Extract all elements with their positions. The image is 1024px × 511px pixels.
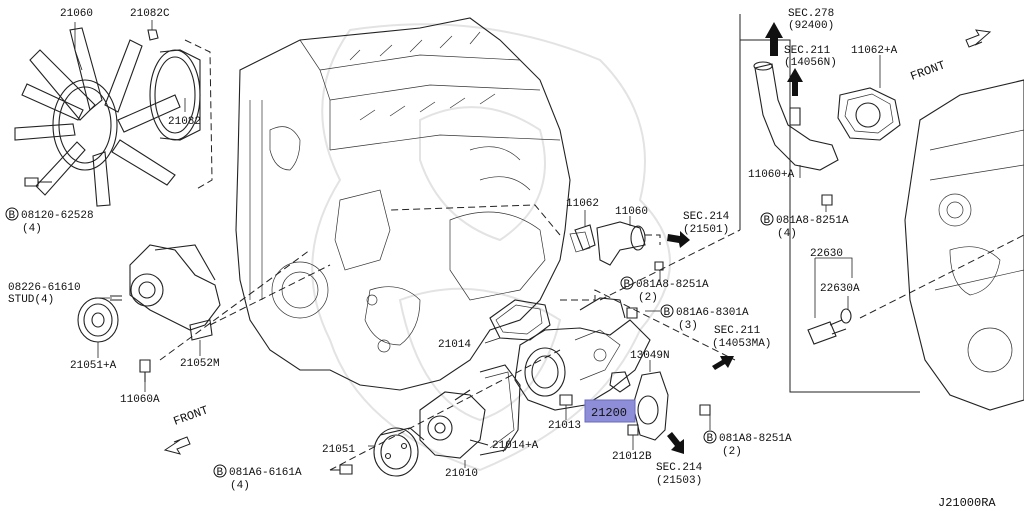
leader-21014a [502, 437, 511, 453]
sec278-arrow [765, 22, 783, 56]
label-13049n[interactable]: 13049N [630, 350, 670, 362]
label-21051[interactable]: 21051 [322, 444, 355, 456]
circled-b-icon: B [664, 307, 671, 319]
label-08120[interactable]: 08120-62528 [21, 210, 94, 222]
label-21051a[interactable]: 21051+A [70, 360, 117, 372]
label-11060[interactable]: 11060 [615, 206, 648, 218]
pulley-guide-line-2 [209, 264, 331, 326]
leader-21060 [74, 22, 83, 71]
label-sec211-top[interactable]: SEC.211 [784, 45, 831, 57]
front-label-left: FRONT [172, 403, 211, 428]
label-sec211-mid-ref: (14053MA) [712, 338, 771, 350]
label-sec214-top-ref: (21501) [683, 224, 729, 236]
water-pump-assembly [330, 364, 521, 477]
label-sec214-bot-ref: (21503) [656, 475, 702, 487]
label-11062[interactable]: 11062 [566, 198, 599, 210]
label-21082[interactable]: 21082 [168, 116, 201, 128]
sensor-guide-line [859, 234, 1024, 319]
label-081a6-8301a[interactable]: 081A6-8301A [676, 307, 749, 319]
label-081a8-8251a-1-qty: (2) [638, 292, 658, 304]
sec211-mid-arrow [712, 356, 734, 370]
bolt-081a8-8251a-1-marker: B [620, 276, 634, 291]
label-21014[interactable]: 21014 [438, 339, 471, 351]
label-stud: STUD(4) [8, 294, 54, 306]
leader-22630 [814, 257, 853, 318]
label-21013[interactable]: 21013 [548, 420, 581, 432]
highlight-box-21200[interactable] [584, 399, 636, 423]
circled-b-icon: B [217, 467, 224, 479]
upper-pipe-assembly [753, 61, 901, 206]
label-sec278[interactable]: SEC.278 [788, 8, 834, 20]
label-11062a[interactable]: 11062+A [851, 45, 898, 57]
water-outlet-assembly [569, 221, 664, 271]
label-081a8-8251a-3-qty: (4) [777, 228, 797, 240]
circled-b-icon: B [764, 215, 771, 227]
label-11060a-plus[interactable]: 11060+A [748, 169, 795, 181]
front-label-right: FRONT [909, 58, 948, 83]
engine-block-right [904, 79, 1024, 411]
circled-b-icon: B [9, 210, 16, 222]
label-21082c[interactable]: 21082C [130, 8, 170, 20]
label-22630a[interactable]: 22630A [820, 283, 860, 295]
panel-divider-1 [739, 14, 920, 393]
leader-21014 [484, 337, 501, 344]
bolt-081a8-8251a-2-marker: B [703, 430, 717, 445]
label-sec278-ref: (92400) [788, 20, 834, 32]
label-21052m[interactable]: 21052M [180, 358, 220, 370]
label-21200[interactable]: 21200 [591, 406, 627, 420]
label-sec211-mid[interactable]: SEC.211 [714, 325, 761, 337]
thermo-guide-line [560, 289, 736, 361]
label-081a8-8251a-3[interactable]: 081A8-8251A [776, 215, 849, 227]
pulley-guide-line [159, 249, 311, 361]
outlet-guide-line [389, 204, 561, 236]
sec214-top-arrow [667, 231, 690, 248]
engine-block [235, 17, 571, 391]
label-081a8-8251a-2-qty: (2) [722, 446, 742, 458]
label-11060a[interactable]: 11060A [120, 394, 160, 406]
fan-guide-line [184, 39, 213, 191]
label-081a6-8301a-qty: (3) [678, 320, 698, 332]
temperature-sensor [807, 308, 852, 345]
outlet-guide-line-2 [645, 234, 661, 245]
label-08226[interactable]: 08226-61610 [8, 282, 81, 294]
front-arrow-left [163, 436, 191, 455]
label-21012b[interactable]: 21012B [612, 451, 652, 463]
cooling-fan-assembly [14, 27, 201, 207]
circled-b-icon: B [707, 433, 714, 445]
label-08120-qty: (4) [22, 223, 42, 235]
bolt-081a8-8251a-3-marker: B [760, 212, 774, 227]
label-081a8-8251a-2[interactable]: 081A8-8251A [719, 433, 792, 445]
label-081a6-6161a-qty: (4) [230, 480, 250, 492]
label-081a8-8251a-1[interactable]: 081A8-8251A [636, 279, 709, 291]
label-21010[interactable]: 21010 [445, 468, 478, 480]
label-081a6-6161a[interactable]: 081A6-6161A [229, 467, 302, 479]
label-21060[interactable]: 21060 [60, 8, 93, 20]
label-sec211-top-ref: (14056N) [784, 57, 837, 69]
label-21014a[interactable]: 21014+A [492, 440, 539, 452]
sec214-bot-arrow [667, 432, 684, 454]
bolt-08120-marker: B [5, 207, 19, 222]
label-22630[interactable]: 22630 [810, 248, 843, 260]
label-sec214-bot[interactable]: SEC.214 [656, 462, 703, 474]
bolt-081a6-8301a-marker: B [660, 304, 674, 319]
bolt-081a6-6161a-marker: B [213, 464, 227, 479]
circled-b-icon: B [624, 279, 631, 291]
label-sec214-top[interactable]: SEC.214 [683, 211, 730, 223]
front-arrow-right [965, 29, 992, 48]
sec211-top-arrow [787, 68, 803, 96]
diagram-code: J21000RA [938, 496, 996, 510]
